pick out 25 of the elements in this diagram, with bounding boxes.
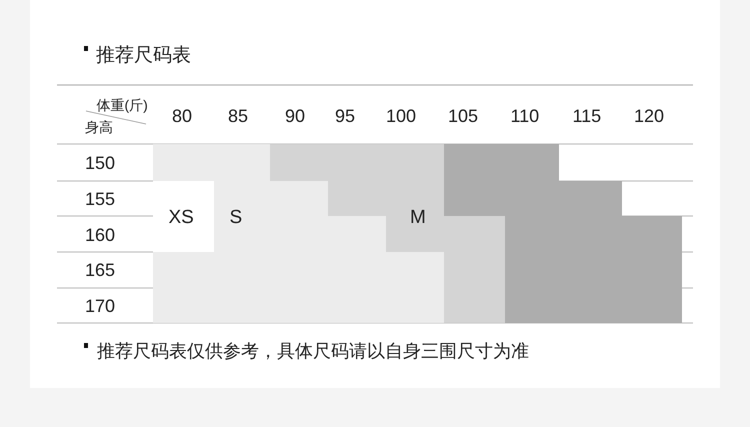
- row-header: 150: [85, 154, 116, 172]
- row-header: 170: [85, 297, 116, 315]
- size-region: [444, 144, 682, 323]
- header-label: 体重(斤): [96, 98, 148, 112]
- size-label: M: [410, 208, 426, 226]
- column-header: 105: [448, 107, 478, 125]
- size-label: XS: [168, 208, 194, 226]
- column-header: 85: [228, 107, 248, 125]
- header-label: 身高: [85, 120, 113, 134]
- size-label: S: [230, 208, 242, 226]
- column-header: 95: [335, 107, 356, 125]
- column-header: 120: [634, 107, 664, 125]
- column-header: 100: [386, 107, 416, 125]
- size-region: [153, 181, 214, 252]
- row-header: 155: [85, 190, 116, 208]
- footnote: 推荐尺码表仅供参考，具体尺码请以自身三围尺寸为准: [97, 342, 529, 360]
- column-header: 115: [572, 107, 602, 125]
- row-header: 160: [85, 226, 116, 244]
- column-header: 90: [285, 107, 306, 125]
- size-region: [270, 144, 505, 323]
- size-region: [153, 144, 444, 323]
- column-header: 80: [172, 107, 192, 125]
- section-title: 推荐尺码表: [96, 46, 191, 64]
- row-header: 165: [85, 261, 116, 279]
- column-header: 110: [510, 107, 540, 125]
